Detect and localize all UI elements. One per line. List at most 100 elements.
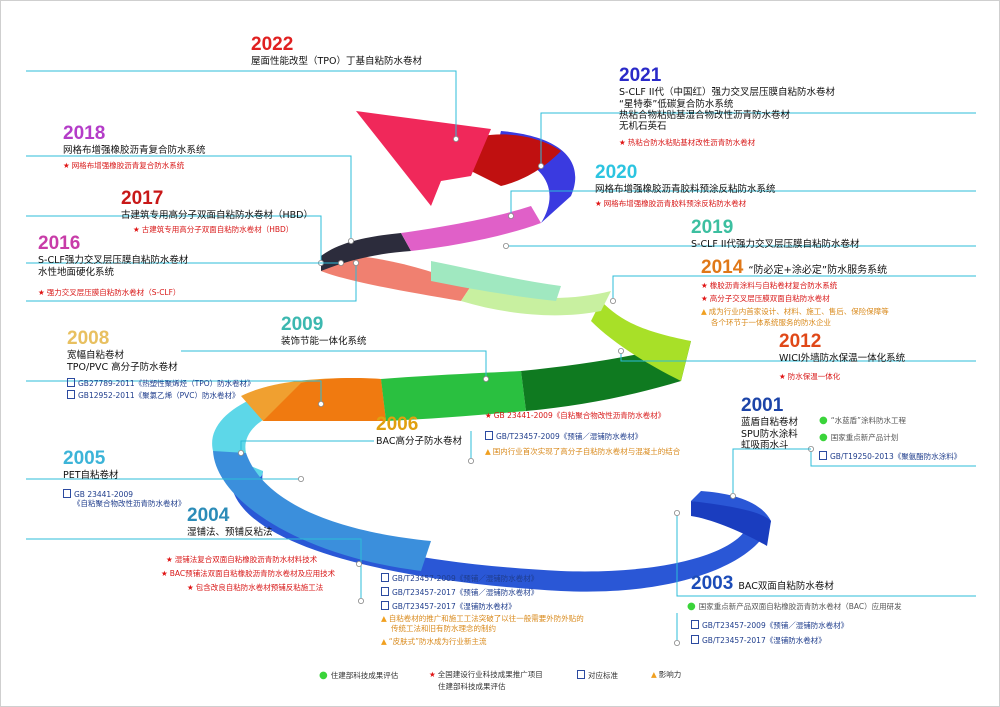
connector-dot bbox=[507, 212, 514, 219]
box-2005-2: 《自粘聚合物改性沥青防水卷材》 bbox=[73, 499, 186, 508]
title-2021-3: 热粘合物粘贴基湿合物改性沥青防水卷材 bbox=[619, 109, 791, 121]
legend-star-2: 住建部科技成果评估 bbox=[438, 682, 506, 691]
title-2001-3: 虹吸雨水斗 bbox=[741, 439, 789, 451]
ribbon-segment-2003 bbox=[230, 471, 771, 592]
legend-star: 全国建设行业科技成果推广项目 bbox=[429, 670, 543, 679]
ribbon-segment-2001 bbox=[691, 501, 771, 546]
ribbon-segment-2022 bbox=[356, 111, 491, 206]
title-2009: 装饰节能一体化系统 bbox=[281, 336, 367, 348]
year-2009: 2009 bbox=[281, 314, 324, 335]
title-2020: 网格布增强橡胶沥青胶料预涂反粘防水系统 bbox=[595, 184, 776, 196]
ribbon-segment-2004 bbox=[213, 451, 431, 571]
connector-dot bbox=[237, 449, 244, 456]
title-2022: 屋面性能改型（TPO）丁基自粘防水卷材 bbox=[251, 56, 423, 68]
star-2014-1: 橡胶沥青涂料与自粘卷材复合防水系统 bbox=[701, 281, 838, 291]
year-2006: 2006 bbox=[376, 414, 419, 435]
star-2012: 防水保温一体化 bbox=[779, 372, 841, 382]
connector-dot bbox=[297, 475, 304, 482]
dot-2003: 国家重点新产品双面自粘橡胶沥青防水卷材（BAC）应用研发 bbox=[687, 601, 902, 613]
title-2008-2: TPO/PVC 高分子防水卷材 bbox=[67, 361, 178, 373]
ribbon-segment-2006 bbox=[263, 378, 386, 421]
box-2003-2: GB/T23457-2017《湿铺防水卷材》 bbox=[691, 635, 826, 646]
connector-dot bbox=[352, 259, 359, 266]
connector-line bbox=[181, 350, 487, 379]
title-2018: 网格布增强橡胶沥青复合防水系统 bbox=[63, 145, 206, 157]
year-2008: 2008 bbox=[67, 328, 110, 349]
connector-dot bbox=[452, 135, 459, 142]
title-2021-2: “星特泰”低碳复合防水系统 bbox=[619, 98, 734, 110]
ribbon-segment-2020 bbox=[401, 206, 541, 251]
milestone-2019: 2019 S-CLF II代强力交叉层压膜自粘防水卷材 bbox=[691, 217, 859, 251]
milestone-2022: 2022 屋面性能改型（TPO）丁基自粘防水卷材 bbox=[251, 34, 422, 68]
title-2017: 古建筑专用高分子双面自粘防水卷材（HBD） bbox=[121, 210, 313, 222]
box-2005-1: GB 23441-2009 bbox=[63, 489, 133, 500]
title-2003: BAC双面自粘防水卷材 bbox=[738, 581, 834, 592]
tri-2004-1: 自粘卷材的推广和施工工法突破了以往一般需要外防外贴的 bbox=[381, 614, 584, 624]
star-2017: 古建筑专用高分子双面自粘防水卷材（HBD） bbox=[133, 225, 294, 235]
title-2006: BAC高分子防水卷材 bbox=[376, 436, 462, 448]
year-2016: 2016 bbox=[38, 233, 81, 254]
tri-2004-2: 传统工法和旧有防水理念的制约 bbox=[391, 624, 496, 633]
legend-box: 对应标准 bbox=[577, 670, 618, 680]
milestone-2018: 2018 网格布增强橡胶沥青复合防水系统 bbox=[63, 123, 206, 157]
star-2016: 强力交叉层压膜自粘防水卷材（S-CLF） bbox=[38, 288, 181, 298]
year-2003: 2003 bbox=[691, 573, 734, 594]
year-2012: 2012 bbox=[779, 331, 822, 352]
connector-line bbox=[26, 538, 362, 601]
dot-2001-1: “水蓝盾”涂料防水工程 bbox=[819, 415, 906, 427]
title-2001-2: SPU防水涂料 bbox=[741, 428, 798, 440]
title-2001-1: 蓝盾自粘卷材 bbox=[741, 417, 799, 429]
ribbon-segment-2019 bbox=[431, 261, 561, 301]
star-2021: 热粘合防水粘贴基材改性沥青防水卷材 bbox=[619, 138, 756, 148]
milestone-2004: 2004 湿铺法、预铺反粘法 bbox=[187, 505, 273, 539]
connector-dot bbox=[467, 457, 474, 464]
box-2003-1: GB/T23457-2009《预铺／湿铺防水卷材》 bbox=[691, 620, 848, 631]
year-2019: 2019 bbox=[691, 217, 734, 238]
connector-dot bbox=[674, 509, 681, 516]
year-2017: 2017 bbox=[121, 188, 164, 209]
tri-2014-1: 成为行业内首家设计、材料、施工、售后、保险保障等 bbox=[701, 307, 889, 317]
box-2001: GB/T19250-2013《聚氨酯防水涂料》 bbox=[819, 451, 961, 462]
milestone-2017: 2017 古建筑专用高分子双面自粘防水卷材（HBD） bbox=[121, 188, 313, 222]
connector-line bbox=[26, 215, 322, 263]
dot-2001-2: 国家重点新产品计划 bbox=[819, 432, 899, 444]
connector-line bbox=[26, 70, 457, 139]
ribbon-segment-2017 bbox=[461, 286, 611, 316]
connector-line bbox=[540, 112, 976, 166]
title-2016-1: S-CLF强力交叉层压膜自粘防水卷材 bbox=[38, 255, 189, 267]
star-2020: 网格布增强橡胶沥青胶料预涂反粘防水卷材 bbox=[595, 199, 747, 209]
connector-line bbox=[26, 155, 352, 241]
title-2012: WICI外墙防水保温一体化系统 bbox=[779, 353, 906, 365]
connector-line bbox=[510, 190, 976, 216]
title-2008-1: 宽幅自粘卷材 bbox=[67, 350, 125, 362]
milestone-2008: 2008 宽幅自粘卷材 TPO/PVC 高分子防水卷材 bbox=[67, 328, 178, 373]
ribbon-segment-2021b bbox=[461, 134, 561, 186]
box-2008-2: GB12952-2011《聚氯乙烯（PVC）防水卷材》 bbox=[67, 390, 240, 401]
connector-dot bbox=[482, 375, 489, 382]
year-2020: 2020 bbox=[595, 162, 638, 183]
connector-dot bbox=[347, 237, 354, 244]
star-2014-2: 高分子交叉层压膜双面自粘防水卷材 bbox=[701, 294, 830, 304]
connector-line bbox=[676, 513, 976, 597]
connector-dot bbox=[610, 297, 617, 304]
milestone-2021: 2021 S-CLF II代（中国红）强力交叉层压膜自粘防水卷材 “星特泰”低碳… bbox=[619, 65, 835, 132]
connector-line bbox=[612, 275, 976, 301]
connector-line bbox=[620, 351, 976, 362]
year-2014: 2014 bbox=[701, 257, 744, 278]
year-2022: 2022 bbox=[251, 34, 294, 55]
milestone-2016: 2016 S-CLF强力交叉层压膜自粘防水卷材 水性地面硬化系统 bbox=[38, 233, 188, 278]
year-2005: 2005 bbox=[63, 448, 106, 469]
title-2004: 湿铺法、预铺反粘法 bbox=[187, 527, 273, 539]
tri-2006: 国内行业首次实现了高分子自粘防水卷材与混凝土的结合 bbox=[485, 447, 681, 457]
star-2004-3: 包含改良自粘防水卷材预铺反粘施工法 bbox=[187, 583, 324, 593]
milestone-2005: 2005 PET自粘卷材 bbox=[63, 448, 119, 482]
year-2001: 2001 bbox=[741, 395, 784, 416]
year-2021: 2021 bbox=[619, 65, 662, 86]
connector-dot bbox=[502, 242, 509, 249]
star-2006: GB 23441-2009《自粘聚合物改性沥青防水卷材》 bbox=[485, 411, 666, 421]
milestone-2020: 2020 网格布增强橡胶沥青胶料预涂反粘防水系统 bbox=[595, 162, 776, 196]
box-2004-1: GB/T23457-2009《预铺／湿铺防水卷材》 bbox=[381, 573, 538, 584]
star-2004-1: 湿铺法复合双面自粘橡胶沥青防水材料技术 bbox=[166, 555, 318, 565]
year-2004: 2004 bbox=[187, 505, 230, 526]
connector-dot bbox=[538, 162, 545, 169]
